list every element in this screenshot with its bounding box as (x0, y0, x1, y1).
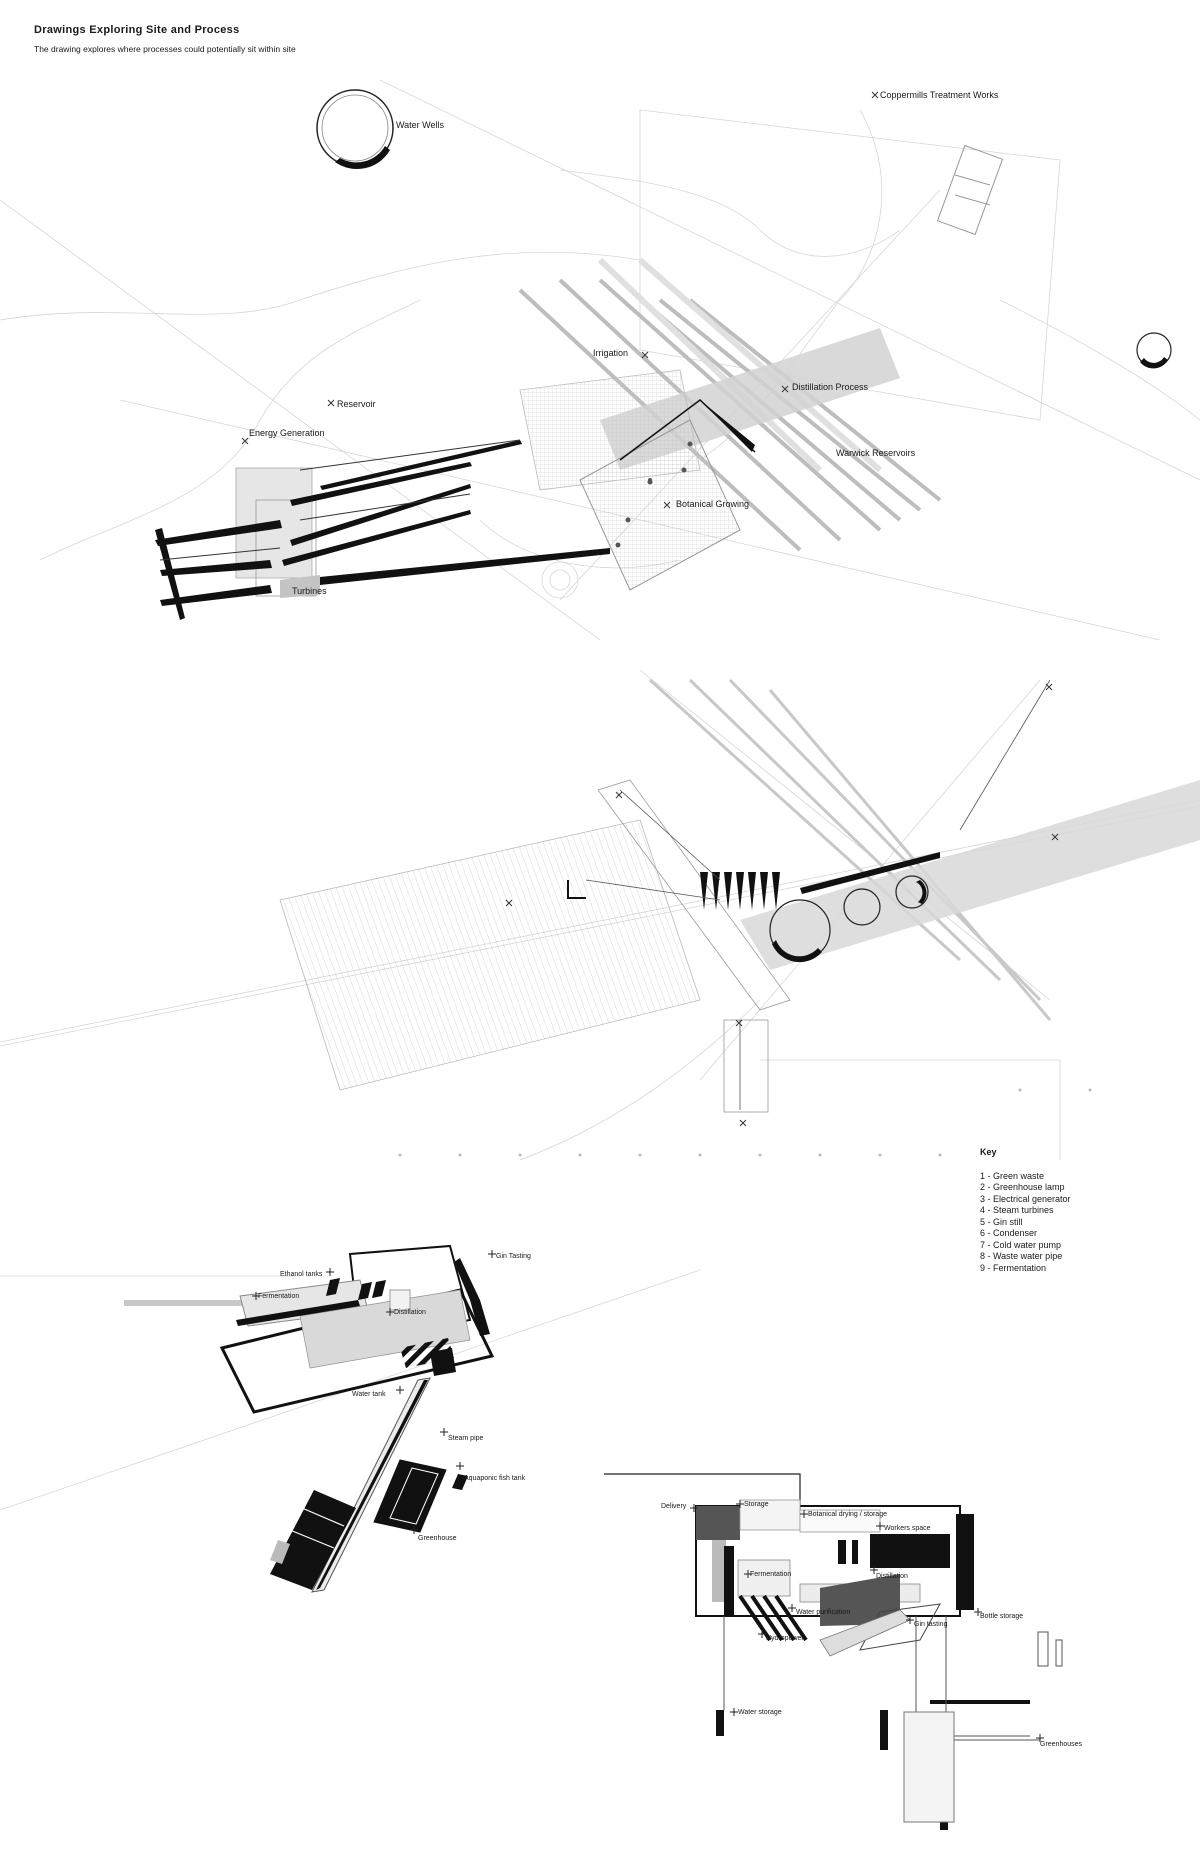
page-subtitle: The drawing explores where processes cou… (34, 44, 296, 54)
site-context-lines (0, 79, 1200, 641)
middle-dot-grid (398, 1088, 1092, 1157)
middle-black-strip (800, 852, 940, 894)
middle-circles (769, 875, 929, 963)
water-wells-symbol (316, 89, 394, 170)
plan-right-markers (690, 1500, 1044, 1742)
label-fermentation-left: Fermentation (258, 1293, 299, 1300)
plan-left-markers (252, 1250, 496, 1534)
label-greenhouse: Greenhouse (418, 1535, 457, 1542)
key-item: 3 - Electrical generator (980, 1193, 1071, 1204)
label-water-wells: Water Wells (396, 120, 445, 130)
plan-left-approach-bar (124, 1300, 324, 1306)
middle-lines (585, 679, 1051, 1110)
turbine-pipes (155, 440, 610, 620)
label-coppermills: Coppermills Treatment Works (880, 90, 999, 100)
middle-bracket (567, 880, 586, 899)
turbine-lines (159, 439, 521, 561)
label-botanical-drying: Botanical drying / storage (808, 1511, 887, 1518)
label-storage: Storage (744, 1501, 769, 1508)
label-reservoir: Reservoir (337, 399, 376, 409)
label-irrigation: Irrigation (593, 348, 628, 358)
label-warwick-reservoirs: Warwick Reservoirs (836, 448, 916, 458)
label-distillation-left: Distillation (394, 1309, 426, 1316)
plan-left-steam-pipe-core (316, 1380, 428, 1590)
plan-right: Delivery Storage Botanical drying / stor… (604, 1473, 1083, 1830)
label-steam-pipe: Steam pipe (448, 1435, 484, 1442)
plan-left-greenhouses (270, 1459, 468, 1590)
site-plan: Water Wells Coppermills Treatment Works … (0, 79, 1200, 641)
label-hydropower: Hydropower (766, 1635, 804, 1642)
label-turbines: Turbines (292, 586, 327, 596)
key-item: 4 - Steam turbines (980, 1205, 1054, 1215)
key-item: 5 - Gin still (980, 1216, 1023, 1227)
label-water-tank: Water tank (352, 1391, 386, 1398)
label-distillation-right: Distillation (876, 1573, 908, 1580)
key-item: 6 - Condenser (980, 1228, 1038, 1238)
middle-vertical-frame (723, 1019, 769, 1113)
plan-left-black-accents (236, 1258, 490, 1376)
key-item: 2 - Greenhouse lamp (980, 1182, 1065, 1192)
plan-right-hydropower (738, 1594, 808, 1642)
plan-right-workers-space (870, 1534, 950, 1568)
channel-bars-light (597, 257, 882, 473)
middle-diagonal-frame (597, 779, 791, 1011)
label-aquaponic-fish-tank: Aquaponic fish tank (464, 1475, 526, 1482)
plan-left: Ethanol tanks Gin Tasting Fermentation D… (0, 1244, 701, 1593)
label-fermentation-right: Fermentation (750, 1571, 791, 1578)
turbine-shadow (280, 575, 320, 598)
label-energy-generation: Energy Generation (249, 428, 325, 438)
plan-right-top-line (604, 1473, 801, 1510)
key-item: 7 - Cold water pump (980, 1239, 1062, 1250)
reservoir-circle-icon (1136, 332, 1172, 369)
key-item: 9 - Fermentation (980, 1262, 1047, 1273)
key-title: Key (980, 1147, 997, 1157)
botanical-dots (615, 441, 693, 548)
label-water-storage: Water storage (738, 1709, 782, 1716)
label-delivery: Delivery (661, 1503, 687, 1510)
label-botanical-growing: Botanical Growing (676, 499, 749, 509)
middle-process-drawing (0, 669, 1200, 1161)
middle-markers (505, 683, 1059, 1127)
page-title: Drawings Exploring Site and Process (34, 24, 240, 36)
botanical-growing-area (579, 419, 741, 591)
plan-right-lower-structure (723, 1616, 1063, 1823)
middle-hatched-field (279, 819, 701, 1091)
distillation-triangle (619, 399, 756, 461)
label-gin-tasting-right: Gin tasting (914, 1621, 948, 1628)
middle-comb (700, 872, 780, 910)
label-gin-tasting-left: Gin Tasting (496, 1253, 531, 1260)
label-bottle-storage: Bottle storage (980, 1613, 1023, 1620)
key-item: 1 - Green waste (980, 1170, 1045, 1181)
label-ethanol-tanks: Ethanol tanks (280, 1271, 323, 1278)
key-item: 8 - Waste water pipe (980, 1251, 1063, 1261)
coppermills-building (936, 144, 1004, 236)
site-markers (241, 91, 879, 509)
key-legend: Key 1 - Green waste 2 - Greenhouse lamp … (980, 1147, 1071, 1274)
label-workers-space: Workers space (884, 1525, 931, 1532)
label-greenhouses: Greenhouses (1040, 1741, 1083, 1748)
plan-right-delivery-block (696, 1506, 740, 1540)
middle-band (740, 780, 1200, 970)
label-distillation-process: Distillation Process (792, 382, 869, 392)
label-water-purification: Water purification (796, 1609, 850, 1616)
